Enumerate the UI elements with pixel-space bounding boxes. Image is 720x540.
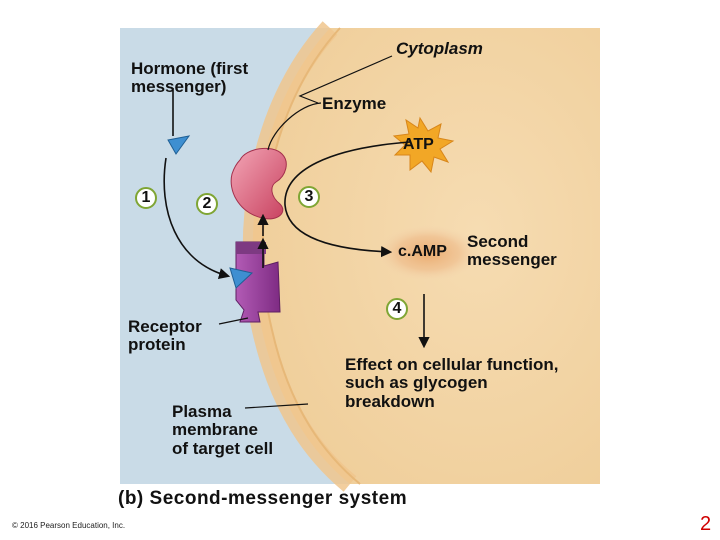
copyright-notice: © 2016 Pearson Education, Inc. [12, 521, 126, 530]
bound-hormone-icon [229, 267, 254, 289]
receptor-top [236, 242, 266, 254]
receptor-leader [218, 317, 249, 325]
atp-label: ATP [403, 136, 434, 153]
step-marker-2: 2 [196, 193, 218, 215]
atp-to-camp-arrow [284, 141, 411, 258]
camp-glow [376, 225, 480, 281]
enzyme-shape [230, 147, 287, 220]
camp-label: c.AMP [398, 243, 447, 260]
membrane-leader [244, 403, 309, 409]
hormone-icon [167, 135, 191, 155]
second-messenger-label: Second messenger [467, 232, 557, 270]
receptor-label: Receptor protein [128, 317, 202, 355]
step-marker-4: 4 [386, 298, 408, 320]
atp-burst [392, 116, 455, 174]
page-number: 2 [700, 513, 712, 535]
cytoplasm-label: Cytoplasm [396, 39, 483, 58]
binding-arrow [163, 157, 231, 280]
step-marker-3: 3 [298, 186, 320, 208]
effect-label: Effect on cellular function, such as gly… [345, 355, 559, 411]
enzyme-label: Enzyme [322, 94, 387, 113]
figure-caption: (b) Second-messenger system [118, 488, 408, 509]
cytoplasm-leader [298, 55, 393, 104]
enzyme-leader [267, 102, 322, 151]
membrane-label: Plasma membrane of target cell [172, 402, 274, 458]
hormone-label: Hormone (first messenger) [131, 59, 249, 97]
receptor-protein [235, 241, 281, 323]
step-marker-1: 1 [135, 187, 157, 209]
